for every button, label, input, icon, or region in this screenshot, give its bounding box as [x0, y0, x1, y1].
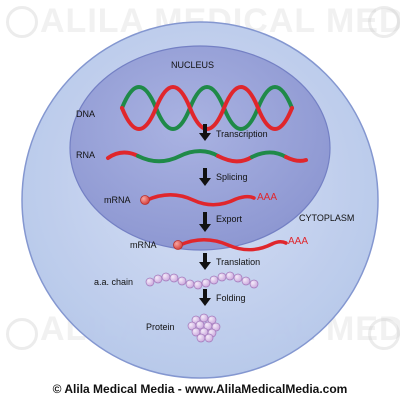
amino-acid-chain — [145, 271, 259, 290]
dna-label: DNA — [76, 109, 96, 119]
arrow-splicing-icon — [199, 168, 211, 186]
translation-label: Translation — [216, 257, 261, 267]
folded-protein — [187, 313, 221, 343]
protein-label: Protein — [146, 322, 175, 332]
mrna-cytoplasm-label: mRNA — [130, 240, 157, 250]
arrow-folding-icon — [199, 289, 211, 306]
poly-a-tail-nuclear: AAA — [257, 192, 278, 203]
mrna-cytoplasm — [173, 238, 288, 252]
rna-strand — [106, 149, 308, 164]
mrna-cap — [140, 195, 150, 205]
dna-strand-green — [120, 85, 294, 131]
arrow-export-icon — [199, 212, 211, 232]
folding-label: Folding — [216, 293, 246, 303]
splicing-label: Splicing — [216, 172, 248, 182]
aa-chain-label: a.a. chain — [94, 277, 134, 287]
mrna-cap — [173, 240, 183, 250]
arrow-transcription-icon — [199, 124, 211, 141]
watermark-copyright-icon — [368, 6, 400, 38]
footer-bar — [0, 380, 400, 400]
nucleus-label: NUCLEUS — [171, 60, 215, 70]
poly-a-tail-cytoplasm: AAA — [288, 236, 309, 247]
arrow-translation-icon — [199, 253, 211, 270]
nucleus — [69, 45, 331, 251]
watermark-copyright-icon — [6, 318, 38, 350]
rna-label: RNA — [76, 150, 96, 160]
export-label: Export — [216, 214, 243, 224]
watermark-copyright-icon — [368, 318, 400, 350]
mrna-nuclear — [140, 193, 256, 207]
cytoplasm-label: CYTOPLASM — [299, 213, 355, 223]
process-arrows — [199, 124, 211, 306]
watermark-copyright-icon — [6, 6, 38, 38]
mrna-nuclear-label: mRNA — [104, 195, 131, 205]
transcription-label: Transcription — [216, 129, 268, 139]
footer-credit: © Alila Medical Media - www.AlilaMedical… — [52, 382, 348, 396]
